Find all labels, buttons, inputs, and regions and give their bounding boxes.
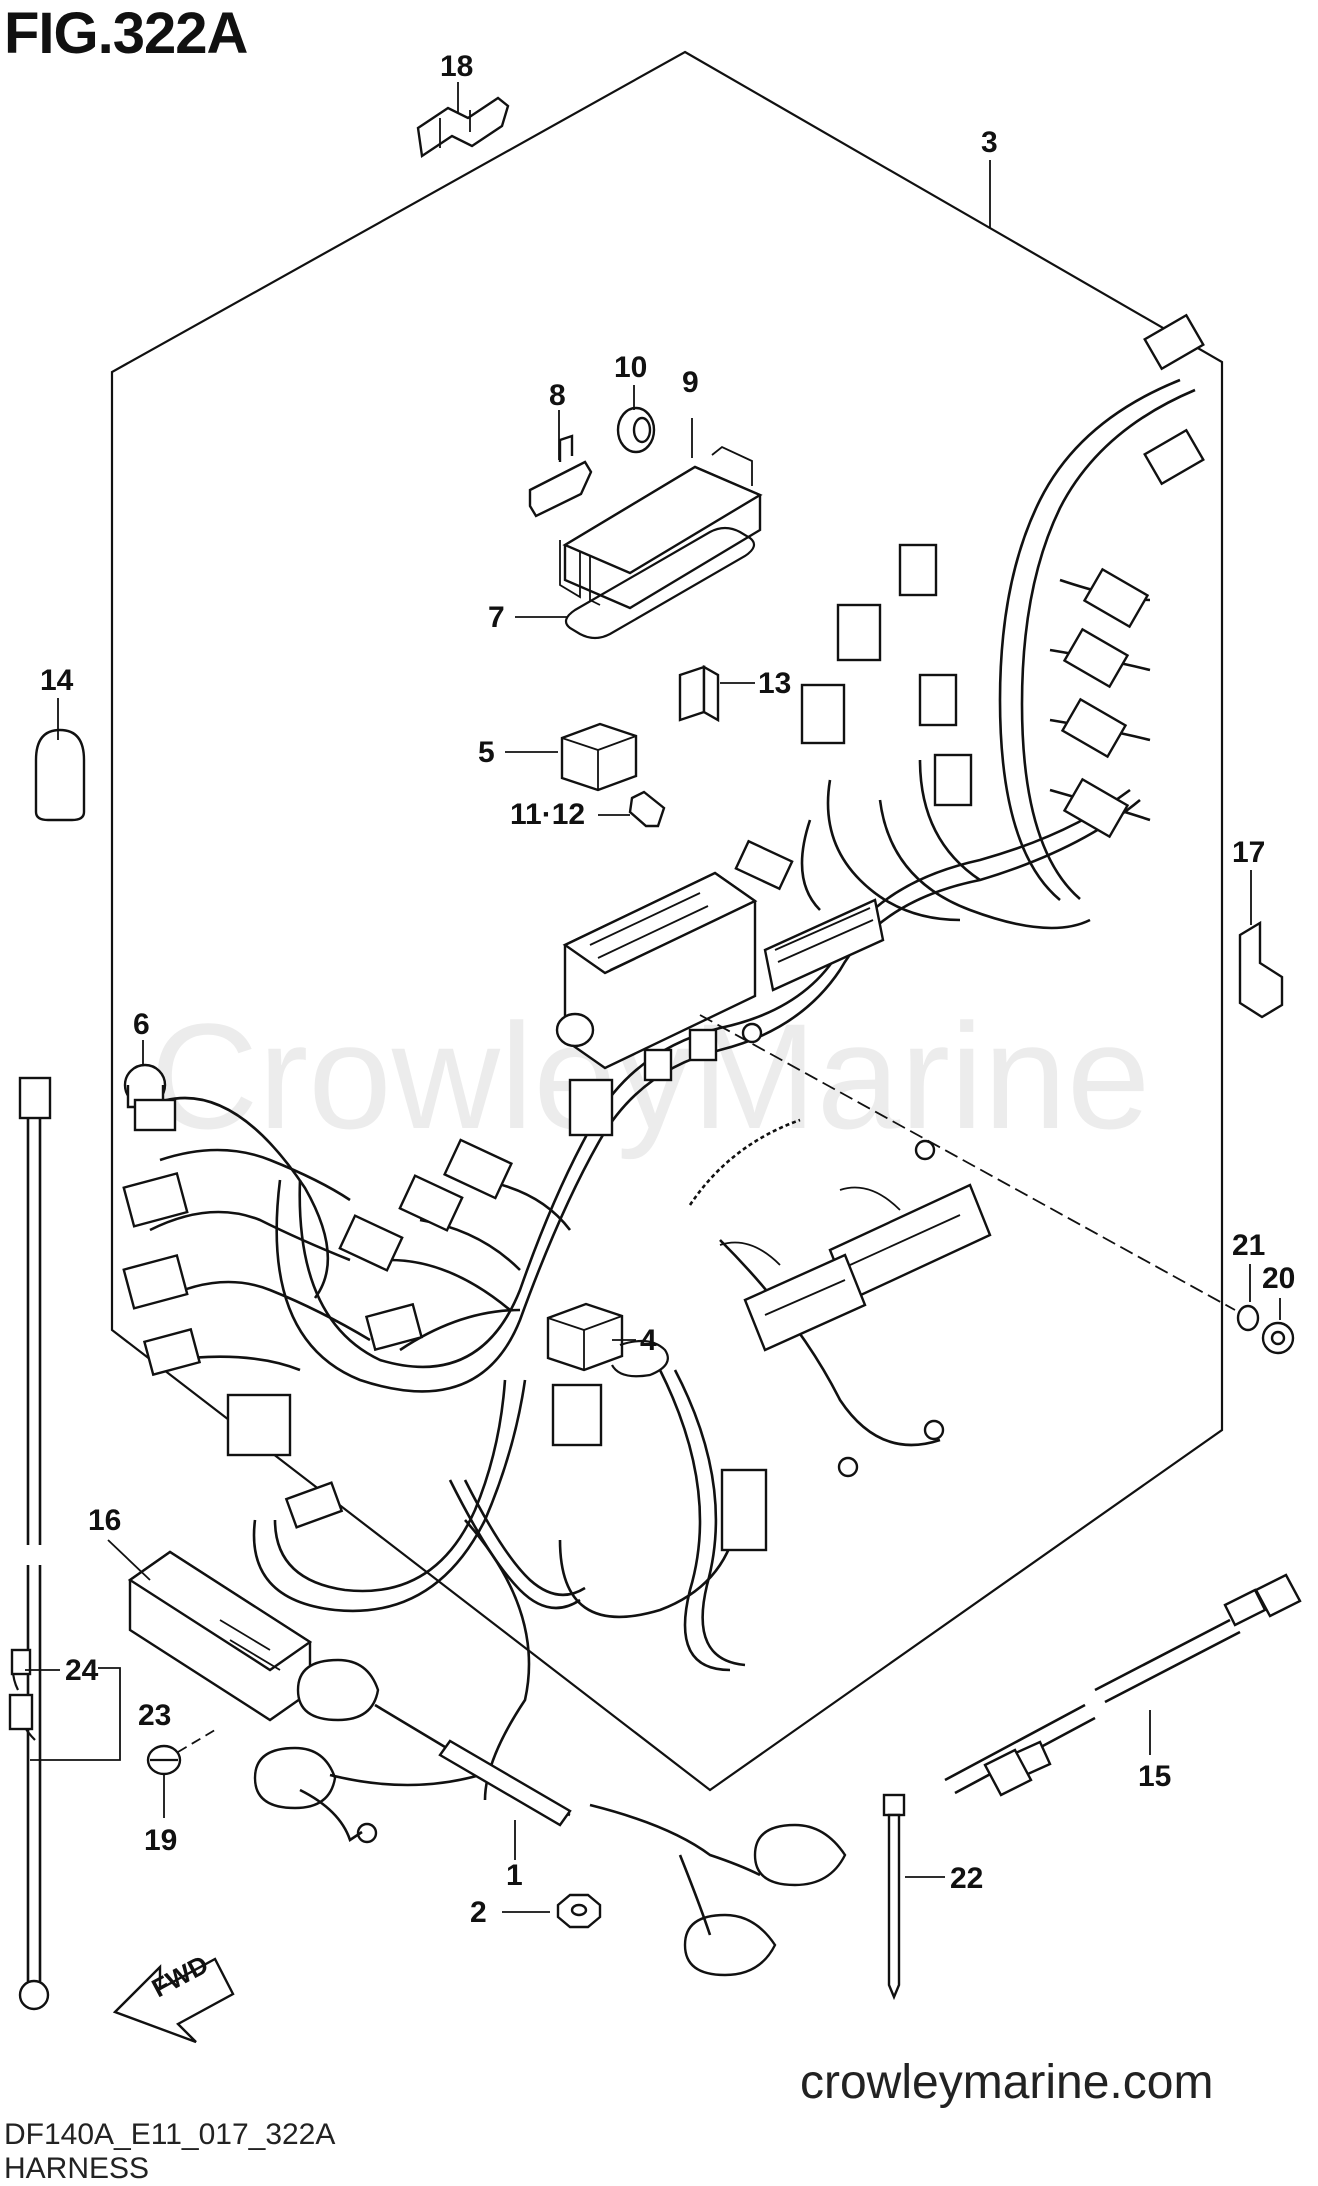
- figure-title: FIG.322A: [4, 1, 248, 66]
- diagram-code: DF140A_E11_017_322A: [4, 2118, 336, 2151]
- callout-15: 15: [1138, 1760, 1171, 1793]
- callout-19: 19: [144, 1824, 177, 1857]
- callout-8: 8: [549, 379, 566, 412]
- callout-13: 13: [758, 667, 791, 700]
- part-19-screw: [146, 1729, 216, 1776]
- callout-10: 10: [614, 351, 647, 384]
- callout-24: 24: [65, 1654, 99, 1687]
- part-20-nut: [1261, 1321, 1295, 1355]
- part-1-harness: [253, 1658, 847, 1977]
- part-18-clip: [416, 96, 510, 159]
- part-7-gasket: [564, 526, 756, 640]
- callout-22: 22: [950, 1862, 983, 1895]
- callout-16: 16: [88, 1504, 121, 1537]
- callout-9: 9: [682, 366, 699, 399]
- part-2-nut: [556, 1893, 602, 1929]
- callout-3: 3: [981, 126, 998, 159]
- part-17-bracket: [1238, 920, 1284, 1019]
- part-9-fuse-box: [559, 445, 763, 610]
- callout-18: 18: [440, 50, 473, 83]
- part-23-cable: [11, 1076, 52, 2011]
- callout-23: 23: [138, 1699, 171, 1732]
- part-13-fuse: [678, 664, 720, 723]
- callout-1: 1: [506, 1859, 523, 1892]
- callout-14: 14: [40, 664, 74, 697]
- callout-6: 6: [133, 1008, 150, 1041]
- part-4-relay: [546, 1302, 669, 1378]
- harness-connectors: [122, 313, 1205, 1552]
- part-14-cap: [34, 728, 86, 822]
- part-10-grommet: [616, 406, 656, 454]
- callout-17: 17: [1232, 836, 1265, 869]
- junction-box: [555, 871, 758, 1082]
- assembly-outline: [110, 50, 1224, 1792]
- fwd-arrow: FWD: [112, 1949, 235, 2044]
- callout-labels: 18 3 10 9 8 7 14 13 5 11·12 17 6 21 20 4…: [40, 50, 1295, 1929]
- callout-11-12: 11·12: [510, 798, 585, 831]
- callout-20: 20: [1262, 1262, 1295, 1295]
- part-11-12-mini-fuse: [628, 790, 666, 828]
- part-22-cable-tie: [882, 1793, 906, 2001]
- ecu-connectors: [719, 1183, 992, 1352]
- corrugated-conduit: [688, 1118, 801, 1206]
- part-15-extension-cable: [944, 1573, 1302, 1797]
- part-24-fuse: [8, 1648, 34, 1731]
- callout-4: 4: [640, 1324, 657, 1357]
- part-21-washer: [1236, 1304, 1260, 1332]
- diagram-caption: HARNESS: [4, 2152, 150, 2185]
- connector-strip: [763, 898, 885, 992]
- main-harness-wires: [144, 378, 1196, 1801]
- callout-21: 21: [1232, 1229, 1265, 1262]
- callout-5: 5: [478, 736, 495, 769]
- part-8-clip: [528, 434, 593, 518]
- website-label: crowleymarine.com: [800, 2056, 1214, 2109]
- callout-7: 7: [488, 601, 505, 634]
- callout-2: 2: [470, 1896, 487, 1929]
- part-5-relay: [560, 722, 638, 792]
- part-16-holder: [127, 1550, 313, 1722]
- ring-terminals: [356, 1022, 945, 1844]
